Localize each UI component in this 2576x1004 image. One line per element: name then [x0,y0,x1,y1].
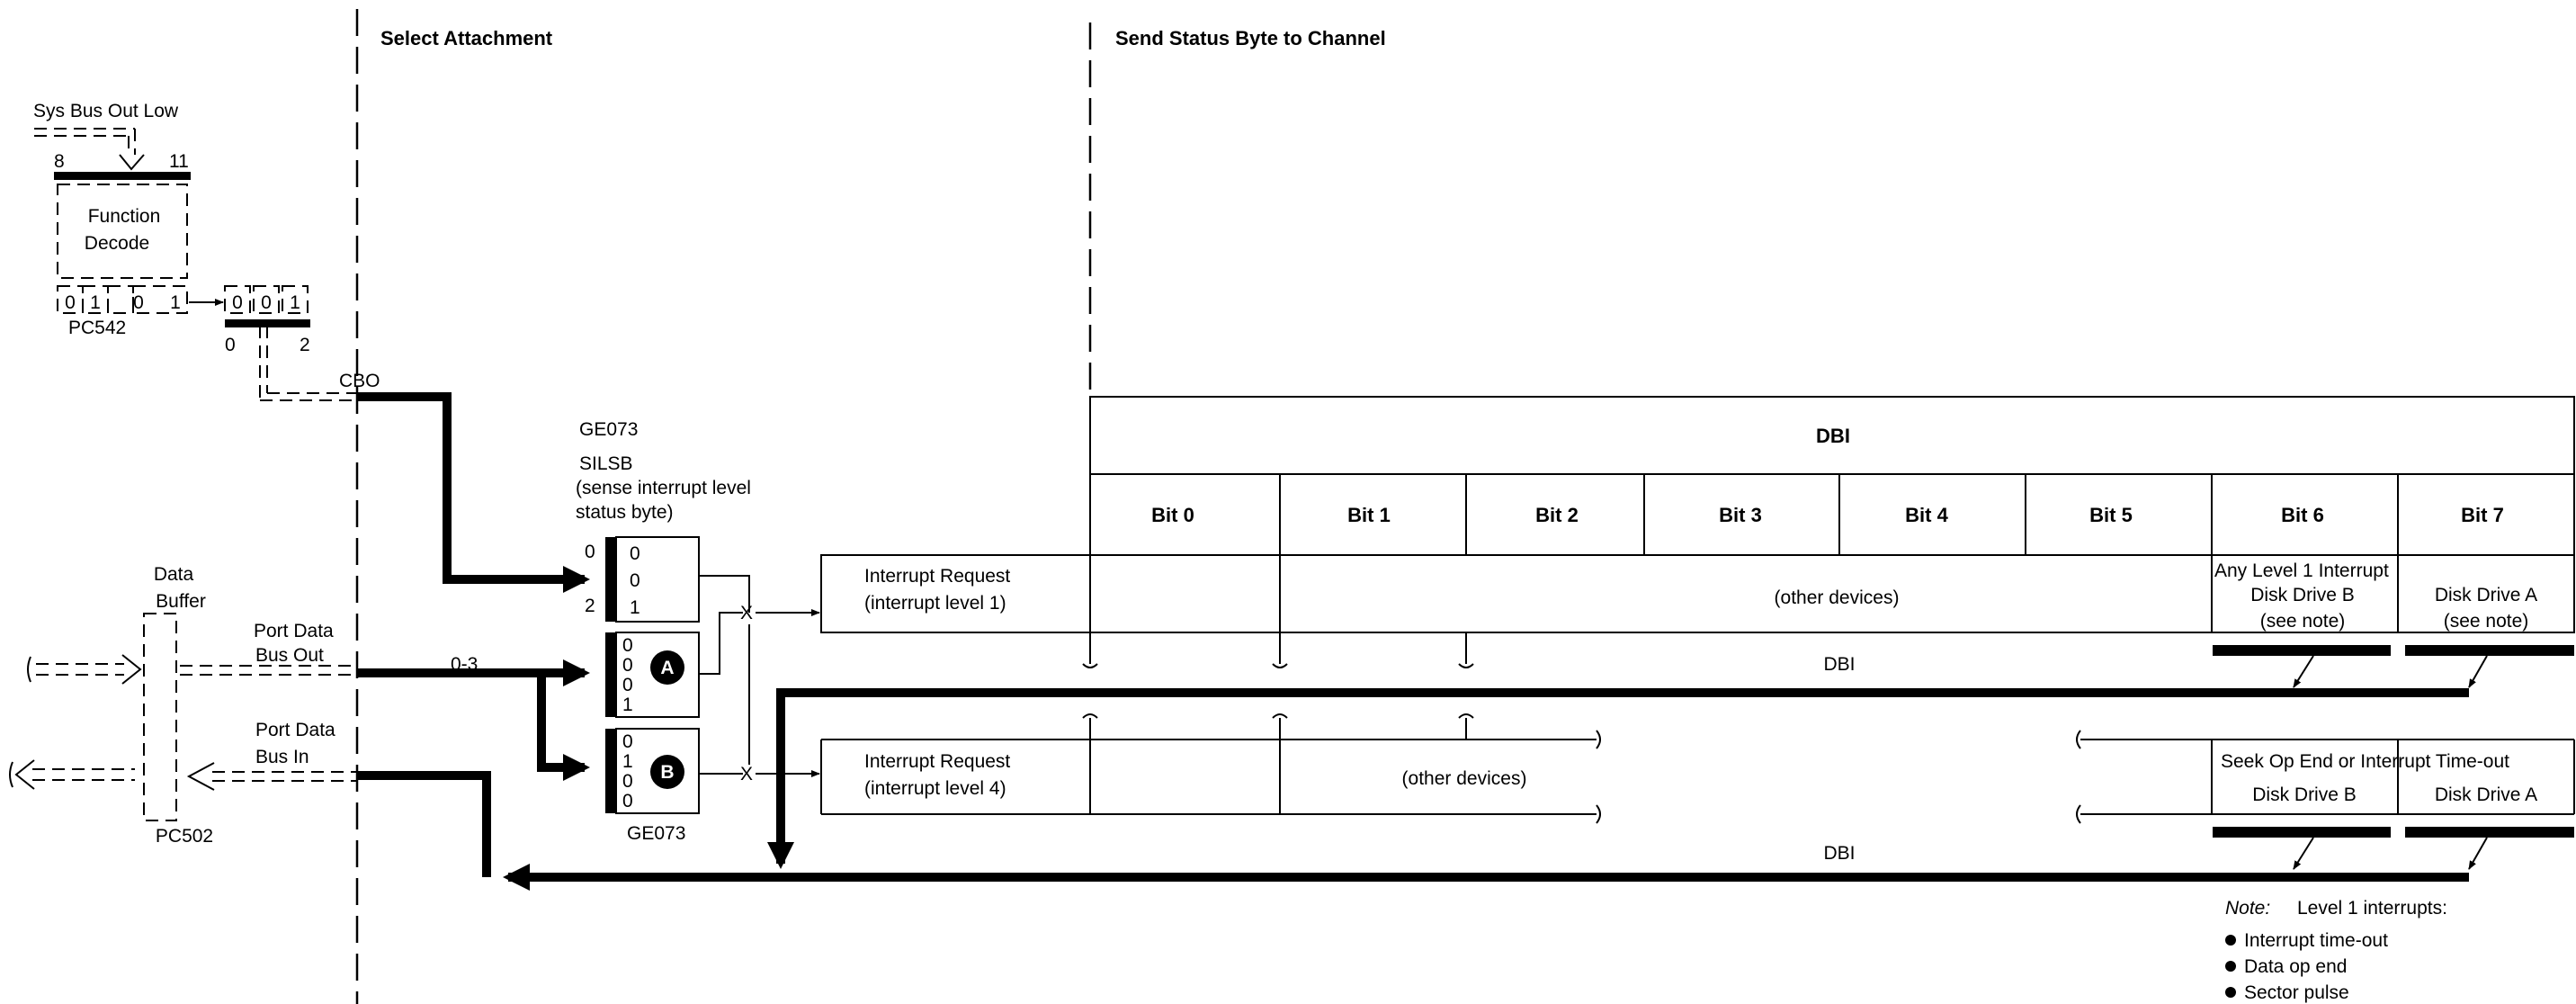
marker-a-label: A [660,658,674,678]
decode-bit-3: 1 [170,292,181,313]
marker-a-icon [650,650,684,685]
function-decode-label-2: Decode [85,233,149,254]
level1-note-b: (see note) [2260,611,2346,632]
data-buffer-block: Data Buffer PC502 Port Data Bus Out Port… [9,564,357,847]
decode-bit-0: 0 [65,292,76,313]
silsb-index-2: 2 [585,596,595,616]
dbi-bit-0: Bit 0 [1151,504,1194,526]
reg1-bit-1: 0 [630,570,640,591]
level1-drive-a: Disk Drive A [2435,585,2537,605]
port-out-label-2: Bus Out [255,645,324,666]
level4-drive-b: Disk Drive B [2252,784,2357,805]
bus-in-thick [357,771,491,877]
reg2-bit-3: 1 [622,695,633,715]
dbi-bus-level1 [767,688,2469,869]
reg1-bit-2: 1 [630,597,640,618]
bullet-icon [2225,935,2236,946]
level4-bus-label: DBI [1823,843,1855,864]
level1-drive-b: Disk Drive B [2250,585,2355,605]
marker-b-label: B [660,762,674,783]
level1-note-a: (see note) [2444,611,2529,632]
silsb-desc: (sense interrupt level [576,478,751,498]
dbi-bit-2: Bit 2 [1535,504,1579,526]
decode-bit-start: 8 [54,151,65,172]
sys-bus-out-label: Sys Bus Out Low [33,101,179,121]
decode-out-start: 0 [225,335,236,355]
dbi-bit-4: Bit 4 [1905,504,1948,526]
note-item-0: Interrupt time-out [2244,930,2388,951]
x-mark-level1: X [740,603,753,623]
port-in-label: Port Data [255,720,335,740]
silsb-name: SILSB [579,453,633,474]
level4-other-devices: (other devices) [1402,768,1527,789]
dbi-header: DBI [1816,425,1850,447]
bullet-icon [2225,987,2236,998]
note-item-1: Data op end [2244,956,2347,977]
dbi-bit-7: Bit 7 [2461,504,2504,526]
level4-row: Interrupt Request (interrupt level 4) (o… [820,713,2575,824]
dbi-bit-3: Bit 3 [1719,504,1762,526]
silsb-block: GE073 SILSB (sense interrupt level statu… [576,419,751,844]
level1-any-label: Any Level 1 Interrupt [2214,560,2389,581]
level1-title: Interrupt Request [864,566,1010,587]
note-text: Level 1 interrupts: [2297,898,2447,919]
level1-other-devices: (other devices) [1775,587,1900,608]
function-decode-block: Sys Bus Out Low 8 11 Function Decode 0 1… [33,101,380,401]
cbo-bus [357,392,590,593]
decode-out-bit-2: 1 [290,292,300,313]
port-out-label: Port Data [254,621,334,641]
silsb-index-0: 0 [585,542,595,562]
bus-out-branch [537,673,590,781]
decode-out-bit-1: 0 [261,292,272,313]
cbo-label: CBO [339,371,380,391]
dbi-bit-6: Bit 6 [2281,504,2324,526]
bullet-icon [2225,961,2236,972]
decode-out-bit-0: 0 [232,292,243,313]
silsb-card-bottom: GE073 [627,823,685,844]
dbi-table: DBI Bit 0 Bit 1 Bit 2 Bit 3 Bit 4 Bit 5 … [1089,396,2575,556]
section-title-send-status: Send Status Byte to Channel [1115,27,1386,49]
pc542-label: PC542 [68,318,126,338]
level4-drive-a: Disk Drive A [2435,784,2537,805]
port-in-label-2: Bus In [255,747,309,767]
reg3-bit-0: 0 [622,731,633,752]
note-label: Note: [2225,898,2270,919]
silsb-card-top: GE073 [579,419,638,440]
silsb-desc-2: status byte) [576,502,674,523]
note-item-2: Sector pulse [2244,982,2349,1003]
data-buffer-label-2: Buffer [156,591,206,612]
reg2-bit-2: 0 [622,675,633,695]
level4-seek-label: Seek Op End or Interrupt Time-out [2221,751,2509,772]
decode-out-end: 2 [300,335,310,355]
reg3-bit-1: 1 [622,751,633,772]
bus-bits-label: 0-3 [451,654,478,675]
note-block: Note: Level 1 interrupts: Interrupt time… [2225,898,2447,1003]
data-buffer-label: Data [154,564,194,585]
decode-bit-2: 0 [133,292,144,313]
pc502-label: PC502 [156,826,213,847]
dbi-bit-5: Bit 5 [2089,504,2133,526]
reg3-bit-3: 0 [622,791,633,811]
reg2-bit-0: 0 [622,635,633,656]
reg1-bit-0: 0 [630,543,640,564]
function-decode-label: Function [88,206,161,227]
marker-b-icon [650,755,684,789]
decode-bit-end: 11 [169,151,189,172]
level1-row: Interrupt Request (interrupt level 1) (o… [820,554,2575,668]
level4-sub: (interrupt level 4) [864,778,1006,799]
level1-bus-label: DBI [1823,654,1855,675]
decode-bit-1: 1 [90,292,101,313]
dbi-bit-1: Bit 1 [1347,504,1391,526]
section-title-select-attachment: Select Attachment [380,27,553,49]
level1-sub: (interrupt level 1) [864,593,1006,614]
level4-title: Interrupt Request [864,751,1010,772]
x-mark-level4: X [740,764,753,784]
reg3-bit-2: 0 [622,771,633,792]
reg2-bit-1: 0 [622,655,633,676]
